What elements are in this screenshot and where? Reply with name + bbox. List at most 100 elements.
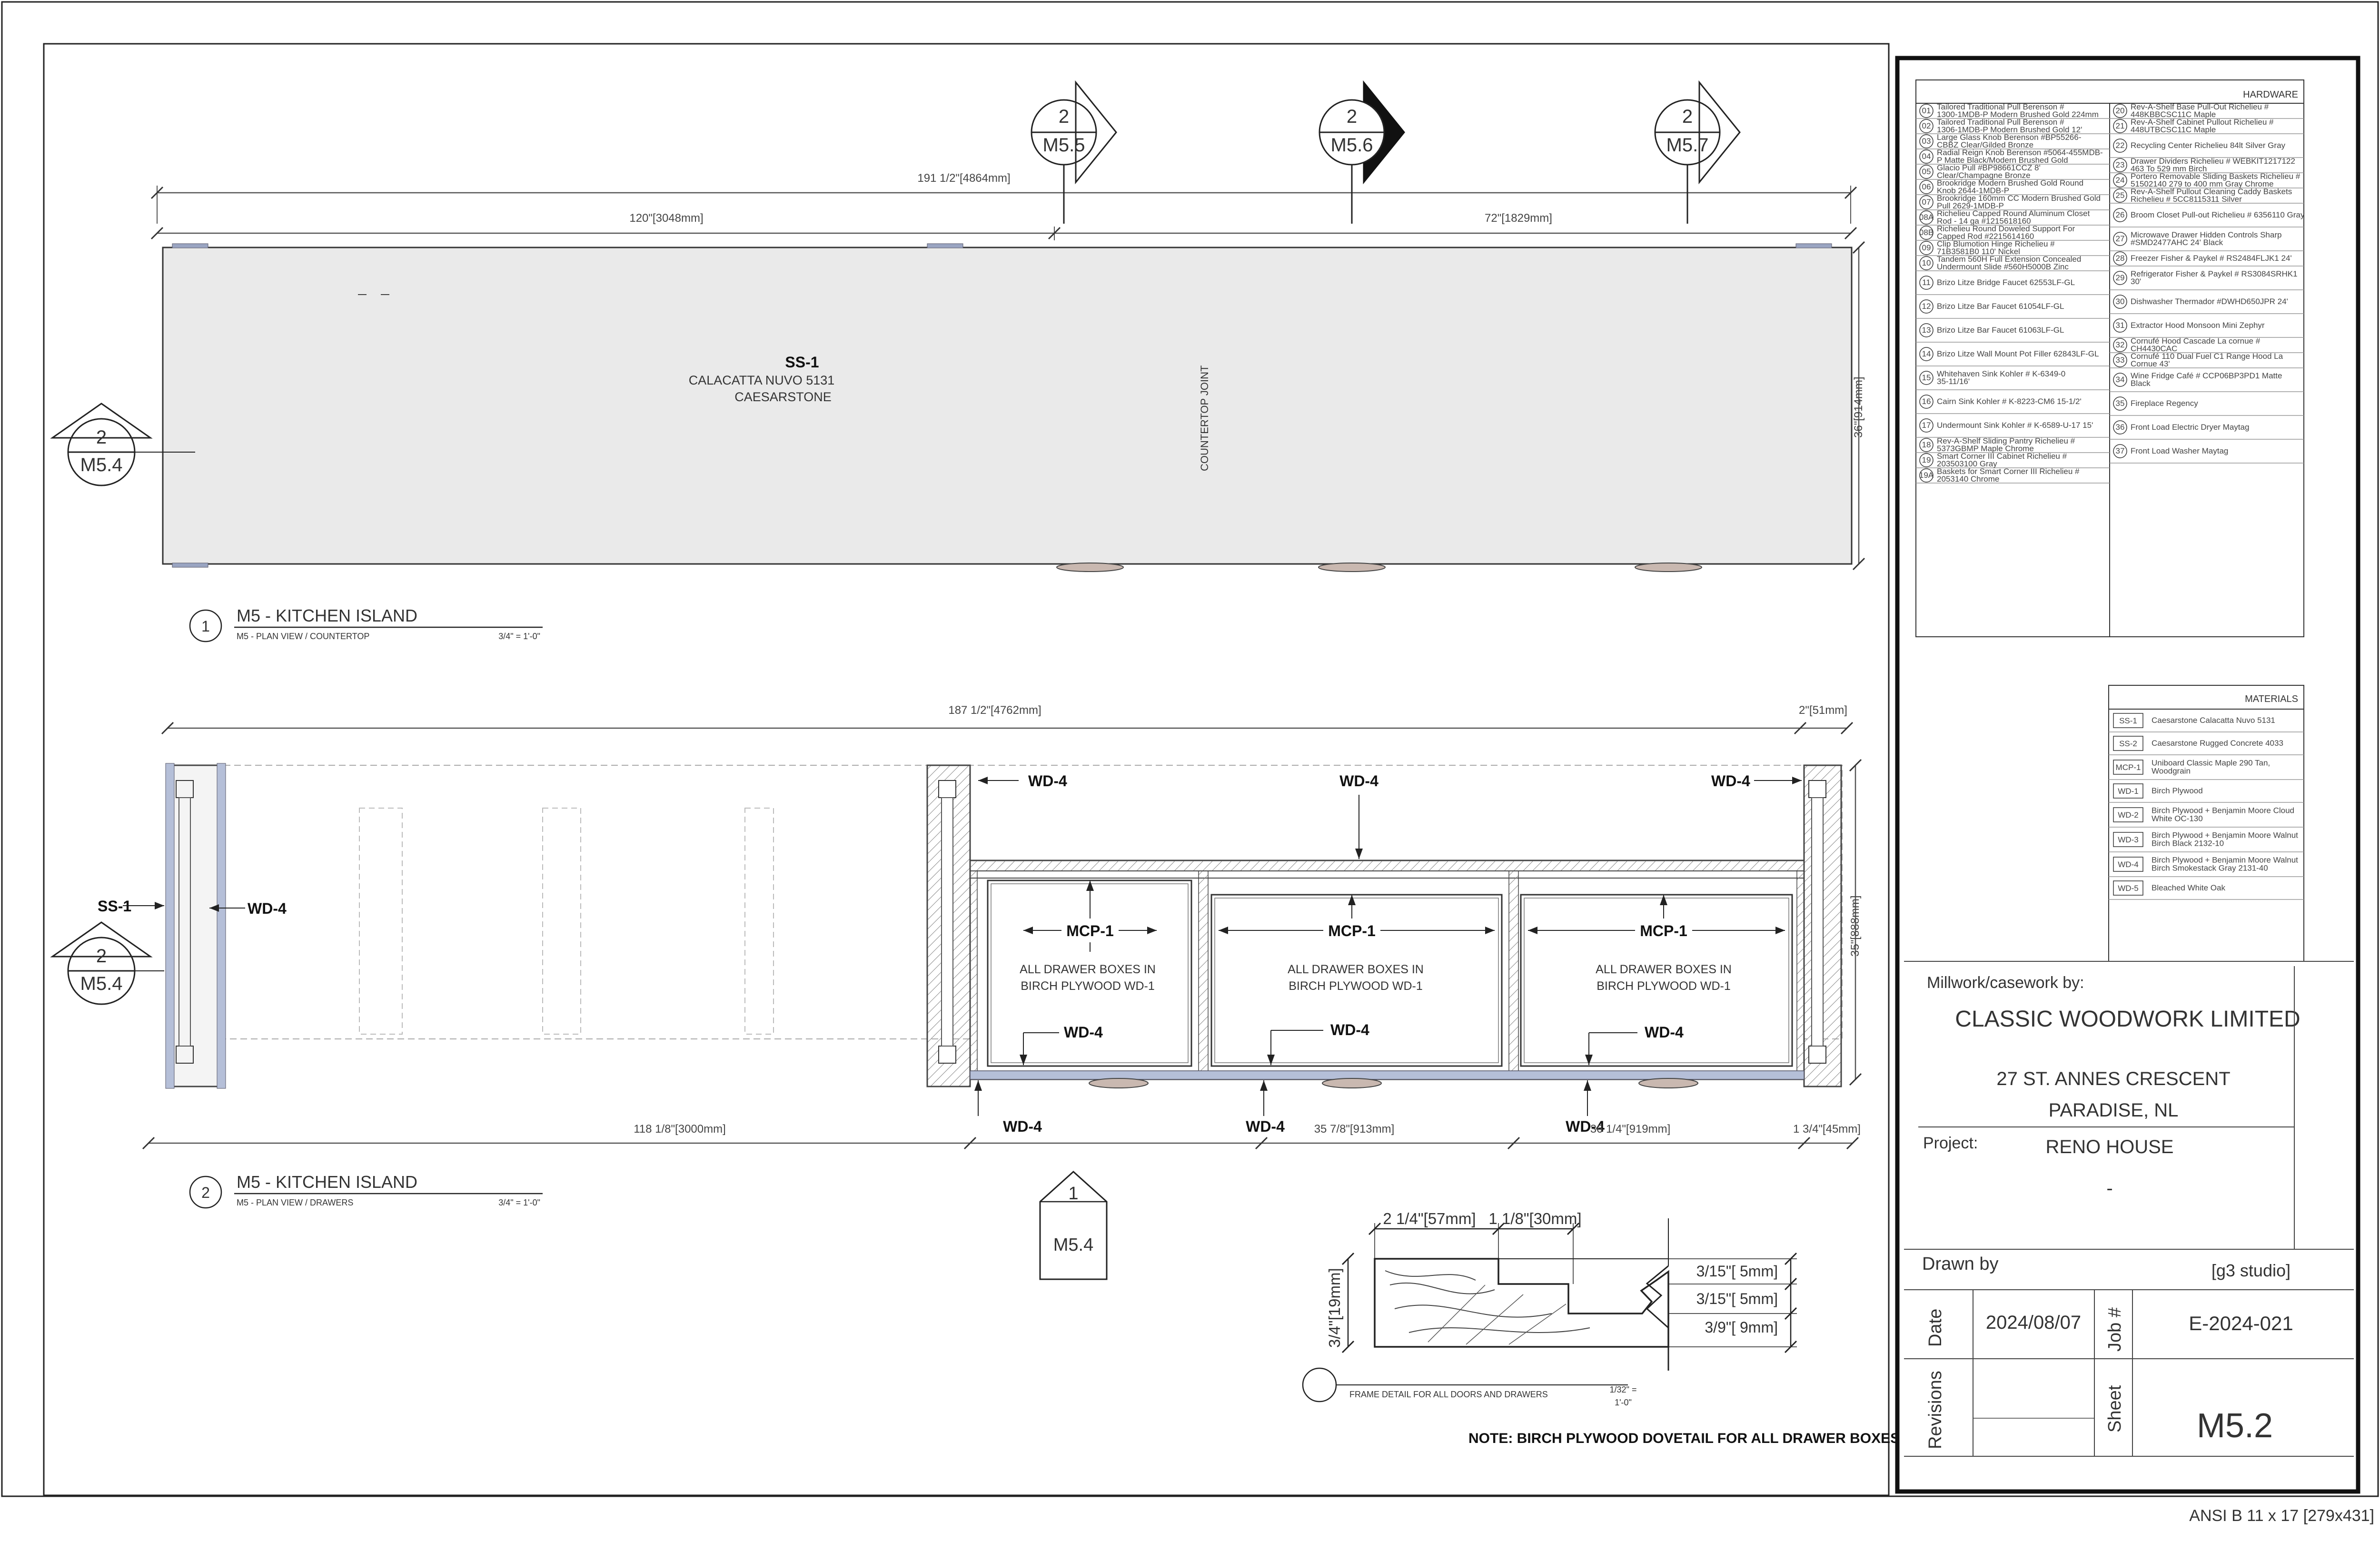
hardware-item-desc: 2053140 Chrome (1937, 474, 1999, 484)
hardware-item-badge (2113, 338, 2127, 352)
hardware-item-number: 20 (2116, 106, 2125, 115)
section-callout-m5-7[interactable]: 2 M5.7 (1654, 80, 1741, 224)
sheet-label: Sheet (2105, 1385, 2125, 1432)
hardware-item-desc: 51502140 279 to 400 mm Gray Chrome (2131, 179, 2274, 188)
hardware-item-number: 14 (1922, 349, 1931, 358)
frame-detail: 2 1/4"[57mm] 1 1/8"[30mm] 3/4"[19mm] 3/1… (1302, 1210, 1900, 1446)
hardware-item-number: 23 (2116, 160, 2125, 169)
material-desc: White OC-130 (2152, 814, 2203, 823)
hardware-item-badge (2113, 208, 2127, 222)
drawer-note-2b: BIRCH PLYWOOD WD-1 (1289, 979, 1423, 993)
hardware-item-badge (2113, 138, 2127, 153)
view1-material-line1: CALACATTA NUVO 5131 (689, 373, 835, 387)
view2-scale: 3/4" = 1'-0" (498, 1198, 540, 1207)
hardware-item-number: 35 (2116, 399, 2125, 408)
callout-ref: M5.7 (1666, 135, 1709, 156)
detail-dim-b: 1 1/8"[30mm] (1488, 1210, 1581, 1227)
hardware-item-desc: Brizo Litze Bridge Faucet 62553LF-GL (1937, 278, 2075, 287)
material-desc: Birch Plywood + Benjamin Moore Cloud (2152, 806, 2294, 815)
view2-dim-b2: 35 7/8"[913mm] (1314, 1123, 1395, 1136)
section-callout-left-plan[interactable]: 2 M5.4 (50, 403, 195, 486)
hardware-item-desc: Black (2131, 379, 2151, 388)
view2-dim-b1: 118 1/8"[3000mm] (634, 1123, 726, 1136)
view1-scale: 3/4" = 1'-0" (498, 632, 540, 641)
date-value: 2024/08/07 (1986, 1312, 2081, 1333)
material-desc: Birch Plywood + Benjamin Moore Walnut (2152, 831, 2298, 840)
section-callout-m5-6[interactable]: 2 M5.6 (1319, 80, 1405, 224)
hardware-item-desc: #SMD2477AHC 24' Black (2131, 238, 2223, 247)
hardware-item-badge (2113, 373, 2127, 387)
job-label: Job # (2105, 1307, 2125, 1352)
hardware-item-number: 22 (2116, 141, 2125, 150)
section-callout-left-drawers[interactable]: 2 M5.4 (50, 921, 164, 1005)
hardware-title: HARDWARE (2243, 89, 2298, 100)
hardware-item-desc: Capped Rod #2215614160 (1937, 232, 2034, 241)
hardware-item-number: 33 (2116, 356, 2125, 365)
section-callout-m5-5[interactable]: 2 M5.5 (1031, 80, 1117, 224)
cabinet-body (969, 859, 1805, 1080)
view1-title-block: 1 M5 - KITCHEN ISLAND M5 - PLAN VIEW / C… (189, 606, 543, 642)
hardware-item-badge (1919, 395, 1934, 409)
hardware-item-desc: 5373GBMP Maple Chrome (1937, 444, 2034, 453)
hardware-item-desc: Brookridge Modern Brushed Gold Round (1937, 178, 2083, 188)
hardware-item-number: 24 (2116, 176, 2125, 185)
drawer-box-2 (1210, 894, 1503, 1067)
tag-wd4-drawer-2: WD-4 (1330, 1021, 1369, 1038)
hardware-item-badge (2113, 158, 2127, 172)
revisions-label: Revisions (1925, 1371, 1945, 1449)
view1-dim-total: 191 1/2"[4864mm] (917, 172, 1010, 185)
view2-dim-end: 2"[51mm] (1799, 704, 1847, 717)
hardware-item-badge (1919, 226, 1934, 240)
callout-ref: M5.4 (1053, 1235, 1093, 1255)
view2-dim-total: 187 1/2"[4762mm] (948, 704, 1041, 717)
left-end-panel (167, 764, 225, 1087)
millwork-label: Millwork/casework by: (1927, 974, 2084, 992)
hardware-item-number: 08B (1919, 228, 1934, 237)
hardware-item-desc: Rev-A-Shelf Base Pull-Out Richelieu # (2131, 102, 2269, 111)
hardware-item-desc: Front Load Electric Dryer Maytag (2131, 423, 2249, 432)
detail-dim-h: 3/4"[19mm] (1326, 1268, 1343, 1348)
hardware-item-number: 09 (1922, 243, 1931, 252)
view1-num: 1 (201, 618, 210, 635)
callout-num: 2 (1682, 106, 1693, 127)
hardware-item-desc: Dishwasher Thermador #DWHD650JPR 24' (2131, 297, 2288, 306)
hardware-item-number: 11 (1922, 278, 1931, 287)
hardware-item-badge (2113, 271, 2127, 285)
material-desc: Birch Plywood + Benjamin Moore Walnut (2152, 856, 2298, 865)
tag-mcp1-3: MCP-1 (1640, 922, 1687, 939)
tag-mcp1-1: MCP-1 (1066, 922, 1114, 939)
hardware-item-desc: Cornufé Hood Cascade La cornue # (2131, 336, 2261, 346)
tag-wd4-drawer-1: WD-4 (1064, 1024, 1103, 1041)
callout-ref: M5.5 (1043, 135, 1085, 156)
hardware-item-badge (1919, 371, 1934, 385)
hardware-item-badge (2113, 353, 2127, 367)
hardware-item-desc: CBBZ Clear/Gilded Bronze (1937, 140, 2033, 149)
hardware-item-desc: Richelieu Round Doweled Support For (1937, 224, 2075, 233)
hardware-item-badge (2113, 318, 2127, 333)
drawn-by-label: Drawn by (1922, 1254, 1999, 1274)
hardware-item-desc: Recycling Center Richelieu 84lt Silver G… (2131, 141, 2286, 150)
hardware-row: 11 Brizo Litze Bridge Faucet 62553LF-GL (1916, 276, 2110, 295)
drawer-note-2a: ALL DRAWER BOXES IN (1288, 963, 1424, 976)
section-callout-bottom[interactable]: 1 M5.4 (1039, 1170, 1108, 1280)
tag-ss1-left: SS-1 (98, 898, 131, 915)
view2-title-block: 2 M5 - KITCHEN ISLAND M5 - PLAN VIEW / D… (189, 1172, 543, 1209)
hardware-item-badge (1919, 165, 1934, 179)
hardware-item-number: 04 (1922, 152, 1931, 161)
date-label: Date (1925, 1309, 1945, 1347)
hardware-item-number: 13 (1922, 326, 1931, 335)
hardware-item-desc: Rod - 14 ga #1215618160 (1937, 217, 2031, 226)
